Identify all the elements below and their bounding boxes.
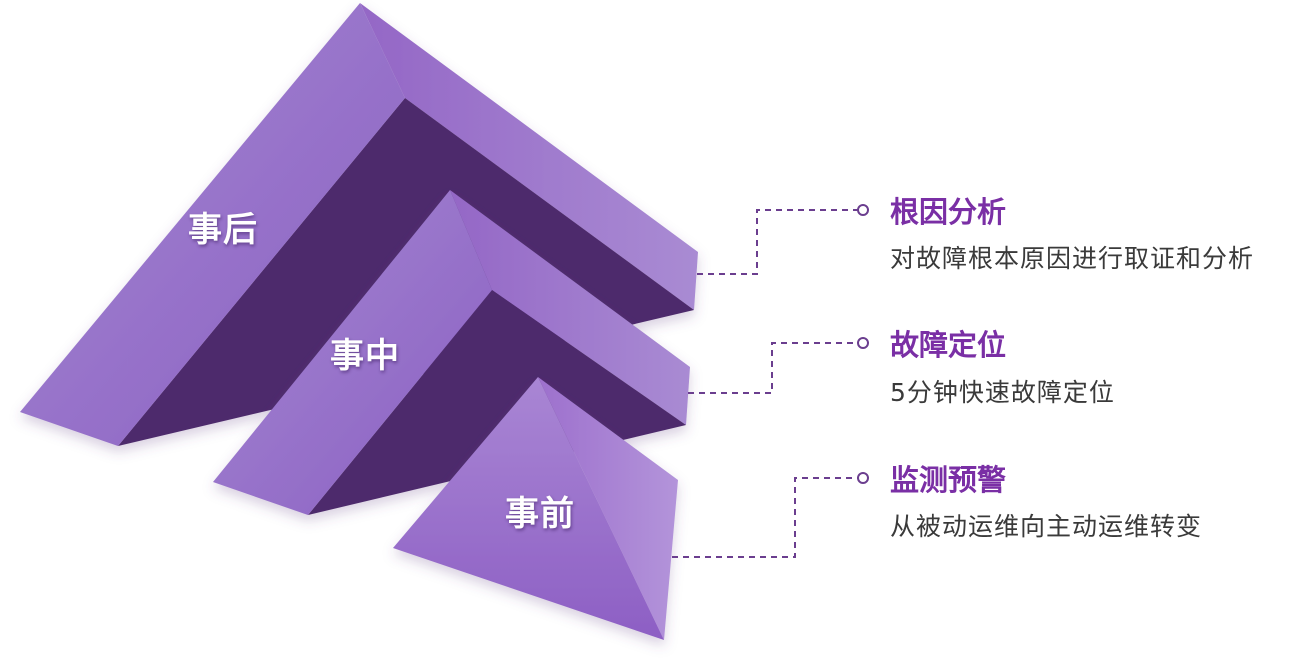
item-desc-fault-locate: 5分钟快速故障定位 [890, 378, 1115, 407]
item-desc-monitoring: 从被动运维向主动运维转变 [890, 512, 1203, 541]
stage-front-block [393, 377, 678, 640]
stage-middle-dark-face [308, 290, 686, 515]
stage-label-before: 事前 [505, 494, 575, 534]
stage-label-during: 事中 [330, 336, 400, 376]
item-desc-root-cause: 对故障根本原因进行取证和分析 [890, 244, 1255, 273]
connector-line [688, 342, 858, 394]
stage-front-side-face [538, 377, 678, 640]
connector-line [672, 477, 858, 558]
stage-back-light-face [20, 3, 405, 446]
item-title-fault-locate: 故障定位 [890, 328, 1007, 362]
item-title-monitoring: 监测预警 [890, 463, 1007, 497]
stage-back-side-face [360, 3, 698, 310]
circle-marker-icon [857, 204, 869, 216]
stage-middle-block [213, 190, 690, 515]
connector-line [697, 209, 858, 275]
circle-marker-icon [857, 472, 869, 484]
item-title-root-cause: 根因分析 [890, 195, 1007, 229]
stage-front-light-face [393, 377, 664, 640]
circle-marker-icon [857, 337, 869, 349]
stage-middle-light-face [213, 190, 492, 515]
connector-monitoring [672, 472, 869, 558]
stage-middle-side-face [450, 190, 690, 425]
stage-label-after: 事后 [188, 210, 258, 250]
connector-fault-locate [688, 337, 869, 394]
connector-root-cause [697, 204, 869, 275]
